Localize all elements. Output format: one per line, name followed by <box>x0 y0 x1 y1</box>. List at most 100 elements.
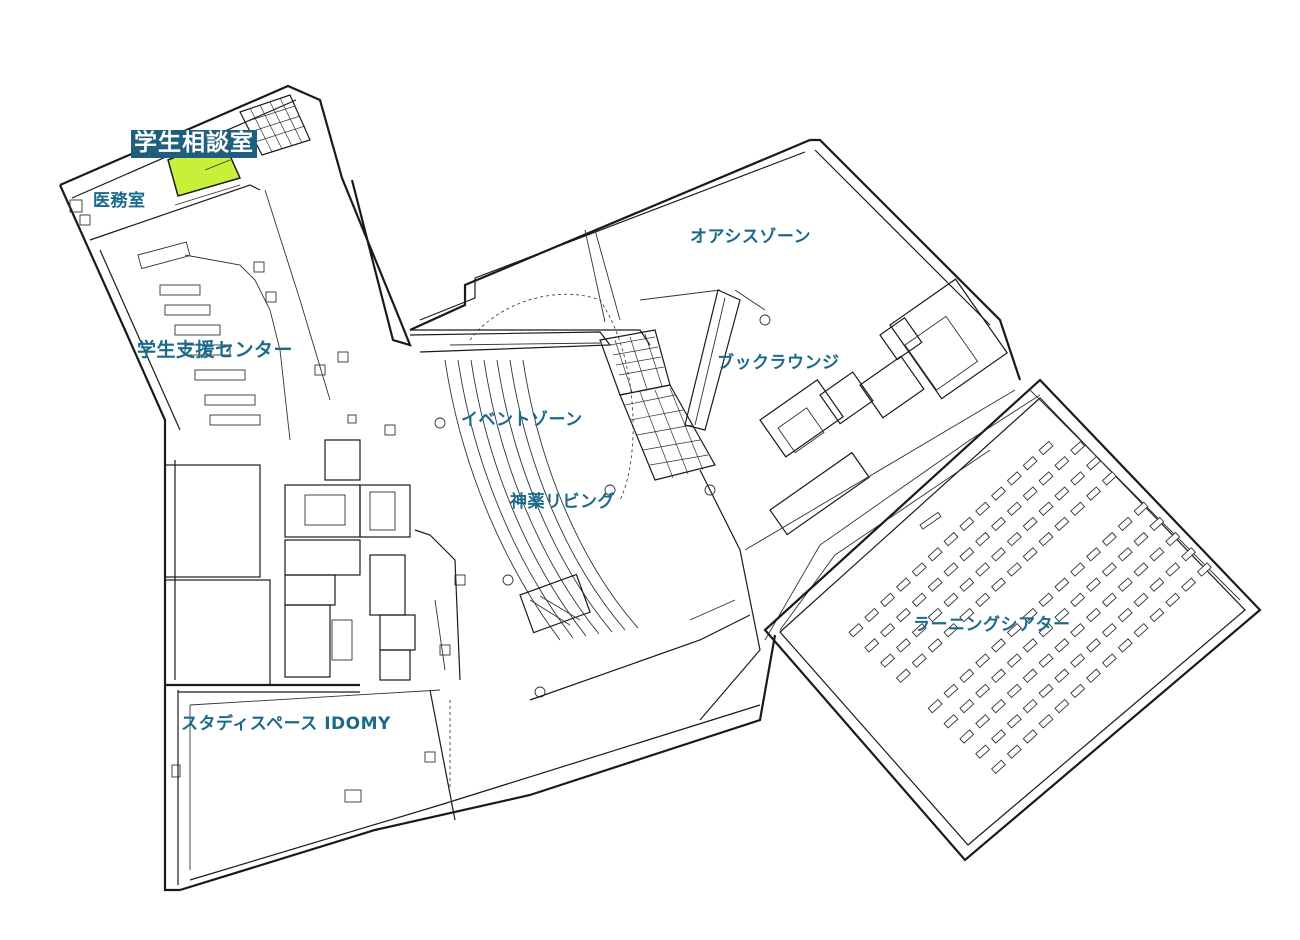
theater-seat <box>1086 547 1101 562</box>
theater-seat <box>1149 607 1165 623</box>
theater-seat <box>975 683 991 699</box>
right-building-walls <box>409 138 1041 721</box>
theater-seat <box>991 577 1006 592</box>
book-shelf <box>604 289 771 496</box>
theater-seat <box>1054 516 1070 532</box>
theater-seat <box>1117 638 1133 653</box>
theater-seat <box>975 714 991 729</box>
theater-seat <box>1022 547 1038 562</box>
theater-seat <box>959 577 975 592</box>
theater-seat <box>1022 516 1038 532</box>
theater-seat <box>943 683 959 699</box>
theater-seat <box>880 623 896 638</box>
theater-seat <box>895 577 911 592</box>
theater-seat <box>1070 562 1086 577</box>
theater-seat <box>991 638 1006 653</box>
theater-seat <box>991 729 1006 744</box>
theater-seat <box>1054 668 1070 683</box>
label-counseling-room[interactable]: 学生相談室 <box>131 130 257 158</box>
theater-seat <box>1133 623 1149 638</box>
theater-seat <box>1149 577 1165 592</box>
theater-seat <box>848 623 864 638</box>
theater-seat <box>1117 607 1133 623</box>
theater-seat <box>1006 683 1022 699</box>
theater-seat <box>1038 714 1054 729</box>
theater-seat <box>959 516 975 532</box>
theater-seat <box>895 668 911 683</box>
core-rooms <box>164 439 466 686</box>
theater-seat <box>1038 592 1054 608</box>
theater-seat <box>1022 638 1038 653</box>
theater-seat <box>1086 607 1101 623</box>
theater-seat <box>975 744 991 759</box>
theater-seat <box>1086 486 1101 501</box>
theater-seat <box>1133 592 1149 608</box>
theater-seat <box>1022 698 1038 714</box>
theater-seat <box>1038 623 1054 638</box>
label-medical-room[interactable]: 医務室 <box>93 191 146 211</box>
theater-seat <box>959 668 975 683</box>
theater-seat <box>1117 577 1133 592</box>
theater-seat <box>927 638 943 653</box>
theater-seat <box>1038 440 1054 456</box>
theater-seat <box>1165 592 1181 608</box>
theater-seat <box>1086 456 1101 471</box>
theater-seat <box>927 577 943 592</box>
label-book-lounge[interactable]: ブックラウンジ <box>717 353 840 373</box>
medical-room-walls <box>69 184 331 401</box>
theater-seat <box>991 547 1006 562</box>
theater-seat <box>1070 501 1086 516</box>
theater-seat <box>943 714 959 729</box>
theater-seat <box>927 607 943 623</box>
label-living[interactable]: 神薬リビング <box>510 492 615 512</box>
theater-seat <box>1101 471 1117 486</box>
theater-seat <box>1006 744 1022 759</box>
theater-seat <box>1117 547 1133 562</box>
theater-seat <box>1165 562 1181 577</box>
theater-seat <box>911 562 927 577</box>
theater-seat <box>1022 668 1038 683</box>
theater-seat <box>1101 531 1117 547</box>
theater-seat <box>1006 501 1022 516</box>
theater-seat <box>1038 531 1054 547</box>
support-center-desks <box>137 241 396 441</box>
theater-seat <box>1070 653 1086 668</box>
theater-seat <box>1070 683 1086 699</box>
label-study-space-idomy[interactable]: スタディスペース IDOMY <box>181 714 391 734</box>
left-wing-walls <box>58 84 777 892</box>
label-oasis-zone[interactable]: オアシスゾーン <box>690 227 811 247</box>
theater-seat <box>1070 592 1086 608</box>
theater-seat <box>1101 623 1117 638</box>
theater-seat <box>1038 683 1054 699</box>
label-learning-theater[interactable]: ラーニングシアター <box>913 615 1071 635</box>
theater-seat <box>943 592 959 608</box>
theater-seat <box>1133 531 1149 547</box>
theater-seat <box>1133 501 1149 516</box>
theater-seat <box>1070 623 1086 638</box>
theater-seat <box>1006 531 1022 547</box>
label-student-support-center[interactable]: 学生支援センター <box>137 339 294 361</box>
theater-seat <box>1101 592 1117 608</box>
label-event-zone[interactable]: イベントゾーン <box>461 410 583 430</box>
theater-seat <box>880 653 896 668</box>
theater-seat <box>1181 577 1197 592</box>
theater-seat <box>895 607 911 623</box>
grid-floor <box>599 329 716 481</box>
theater-seat <box>959 729 975 744</box>
theater-seat <box>991 759 1006 775</box>
theater-seat <box>895 638 911 653</box>
theater-seat <box>1054 638 1070 653</box>
theater-seat <box>1054 607 1070 623</box>
theater-seat <box>1086 668 1101 683</box>
theater-seat <box>991 668 1006 683</box>
theater-seat <box>1133 562 1149 577</box>
theater-seat <box>927 698 943 714</box>
theater-seat <box>991 486 1006 501</box>
theater-seat <box>1022 729 1038 744</box>
theater-seat <box>1038 501 1054 516</box>
theater-seat <box>880 592 896 608</box>
theater-seat <box>1054 486 1070 501</box>
theater-seat <box>991 516 1006 532</box>
theater-seat <box>1022 456 1038 471</box>
